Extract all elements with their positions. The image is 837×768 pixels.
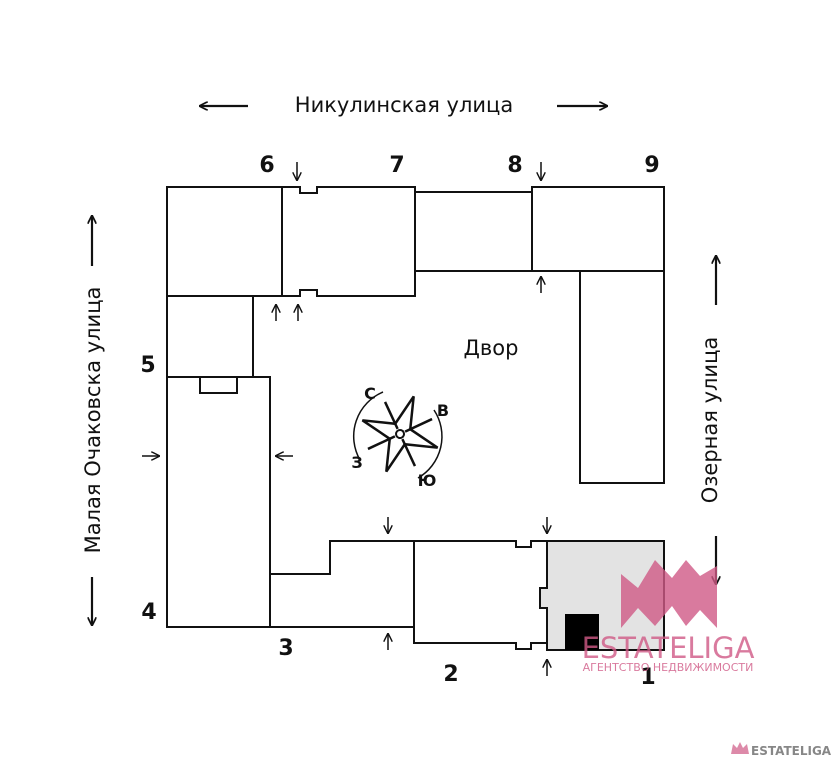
watermark-logo-icon: [621, 560, 717, 628]
compass-south-label: Ю: [418, 471, 437, 490]
section-number-7: 7: [389, 153, 404, 178]
street-left-label: Малая Очаковска улица: [81, 287, 105, 554]
compass-rose: С В З Ю: [351, 384, 449, 490]
section-9-wing: [579, 270, 665, 484]
section-number-6: 6: [259, 153, 274, 178]
compass-north-label: С: [364, 384, 376, 403]
watermark-tagline: АГЕНТСТВО НЕДВИЖИМОСТИ: [583, 661, 754, 674]
section-number-3: 3: [278, 636, 293, 661]
corner-logo-icon: [731, 742, 749, 754]
section-numbers: 1 2 3 4 5 6 7 8 9: [140, 153, 659, 690]
corner-watermark: ESTATELIGA: [731, 742, 832, 758]
section-4-building: [166, 376, 271, 628]
section-number-4: 4: [141, 600, 156, 625]
compass-ring-left: [352, 391, 384, 461]
section-number-2: 2: [443, 662, 458, 687]
compass-ring: [417, 409, 443, 479]
section-3-building: [269, 540, 415, 628]
section-2-building: [413, 540, 548, 650]
buildings: [166, 186, 665, 651]
watermark: ESTATELIGA АГЕНТСТВО НЕДВИЖИМОСТИ: [582, 560, 755, 674]
section-8-building: [414, 191, 533, 272]
yard-label: Двор: [464, 336, 519, 360]
compass-west-label: З: [351, 453, 362, 472]
watermark-brand: ESTATELIGA: [582, 631, 755, 665]
section-6-building: [166, 186, 283, 297]
section-5-building: [166, 295, 254, 378]
section-number-9: 9: [644, 153, 659, 178]
corner-watermark-brand: ESTATELIGA: [751, 744, 832, 758]
highlighted-unit: [565, 614, 599, 650]
street-right-label: Озерная улица: [698, 337, 722, 504]
section-7-building: [281, 186, 416, 297]
section-number-1: 1: [640, 665, 655, 690]
compass-star-icon: [361, 395, 439, 473]
entrance-arrows: [142, 162, 547, 676]
street-arrows: [92, 106, 716, 625]
compass-east-label: В: [437, 401, 449, 420]
section-number-8: 8: [507, 153, 522, 178]
section-number-5: 5: [140, 353, 155, 378]
section-9-building: [531, 186, 665, 272]
street-top-label: Никулинская улица: [295, 93, 513, 117]
